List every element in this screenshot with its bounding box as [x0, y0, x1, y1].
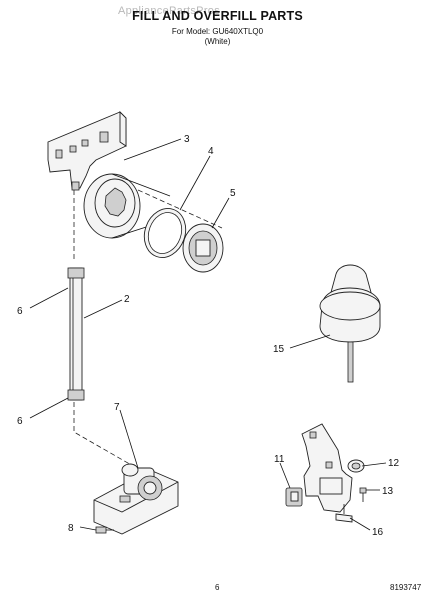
leader-lines — [29, 138, 387, 531]
callout-6-lower: 6 — [17, 416, 23, 427]
assembly-centerline-lower — [73, 402, 141, 471]
part-3-fill-funnel-bracket — [47, 110, 127, 191]
callout-3: 3 — [184, 134, 190, 145]
part-2-vent-tube — [67, 267, 85, 401]
callout-16: 16 — [372, 527, 384, 538]
part-15-float — [319, 264, 381, 383]
callout-11: 11 — [274, 454, 285, 465]
color-line: (White) — [204, 37, 231, 46]
callout-4: 4 — [208, 146, 214, 157]
model-line: For Model: GU640XTLQ0 — [171, 27, 264, 36]
document-number: 8193747 — [390, 583, 422, 592]
part-11-microswitch — [285, 487, 303, 507]
part-7-fill-valve — [93, 463, 179, 535]
callout-15: 15 — [273, 344, 285, 355]
part-3-funnel-disc — [83, 173, 171, 239]
part-13-screw — [359, 487, 367, 502]
watermark-text: AppliancePartsPros — [118, 5, 221, 17]
callout-7: 7 — [114, 402, 120, 413]
callout-6-upper: 6 — [17, 306, 23, 317]
part-5-float-cap — [137, 189, 224, 273]
callout-2: 2 — [124, 294, 130, 305]
diagram-title: FILL AND OVERFILL PARTS — [132, 9, 303, 23]
part-16-actuator-lever — [335, 504, 353, 523]
callout-5: 5 — [230, 188, 236, 199]
part-12-switch-cap — [347, 459, 365, 473]
callout-13: 13 — [382, 486, 394, 497]
callout-12: 12 — [388, 458, 400, 469]
part-4-seal-ring — [143, 208, 187, 258]
page-number: 6 — [215, 583, 220, 592]
overfill-switch-assembly — [301, 423, 353, 513]
callout-8: 8 — [68, 523, 74, 534]
